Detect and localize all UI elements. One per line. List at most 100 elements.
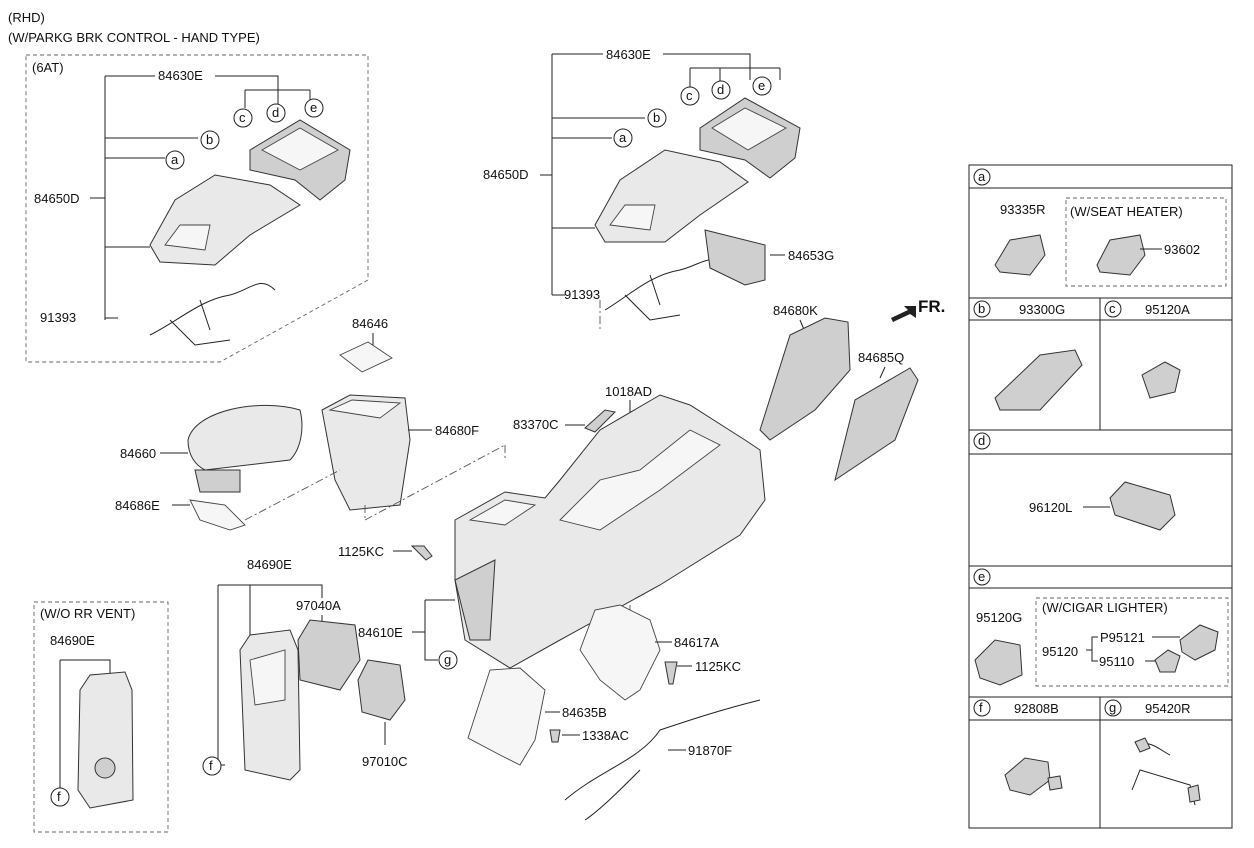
legend-key-d: d	[973, 432, 991, 450]
switch-93602-drawing	[1096, 234, 1146, 276]
legend-key-e: e	[973, 568, 991, 586]
leader-branches-left	[90, 137, 198, 319]
label-84635b: 84635B	[562, 705, 607, 720]
label-91393-left: 91393	[40, 310, 76, 325]
leader-84630e-right	[552, 53, 781, 88]
svg-text:e: e	[310, 100, 317, 115]
label-83370c: 83370C	[513, 417, 559, 432]
header-line-1: (RHD)	[8, 10, 45, 25]
label-84680f: 84680F	[435, 423, 479, 438]
svg-text:b: b	[206, 132, 213, 147]
svg-text:c: c	[1109, 301, 1116, 316]
callout-f-vent: f	[50, 787, 70, 807]
label-1125kc-a: 1125KC	[338, 544, 384, 559]
svg-text:a: a	[978, 169, 986, 184]
label-1125kc-b: 1125KC	[695, 659, 741, 674]
callout-d-left: d	[266, 103, 286, 123]
bolt-1125kc-a-drawing	[410, 545, 433, 561]
armrest-84660-drawing	[187, 404, 303, 471]
alignment-lines	[244, 300, 631, 620]
bracket-84686e-drawing	[189, 499, 246, 531]
label-84690e-vent: 84690E	[50, 633, 95, 648]
callout-a-right: a	[613, 128, 633, 148]
legend-a-variant: (W/SEAT HEATER)	[1070, 204, 1183, 219]
harness-91393-left-drawing	[149, 283, 276, 346]
callout-d-right: d	[711, 80, 731, 100]
wo-rr-vent-label: (W/O RR VENT)	[40, 606, 135, 621]
label-84650d-right: 84650D	[483, 167, 529, 182]
legend-b-part: 93300G	[1019, 302, 1065, 317]
label-1018ad: 1018AD	[605, 384, 652, 399]
callout-e-left: e	[304, 98, 324, 118]
svg-text:d: d	[272, 105, 279, 120]
label-1338ac: 1338AC	[582, 728, 629, 743]
nut-1338ac-drawing	[549, 729, 561, 743]
pad-84646-drawing	[339, 341, 393, 373]
legend-key-g: g	[1104, 699, 1122, 717]
panel-97010c-drawing	[357, 659, 406, 721]
socket-95120a-drawing	[1141, 361, 1181, 399]
svg-text:e: e	[758, 78, 765, 93]
bracket-84617a-drawing	[579, 604, 661, 701]
legend-e-part-95120: 95120	[1042, 644, 1078, 659]
svg-text:c: c	[686, 88, 693, 103]
label-84610e: 84610E	[358, 625, 403, 640]
bracket-84635b-drawing	[467, 667, 546, 766]
legend-c-part: 95120A	[1145, 302, 1190, 317]
callout-g-console: g	[438, 650, 458, 670]
module-96120l-drawing	[1109, 481, 1176, 531]
console-panel-84650d-left-drawing	[149, 174, 301, 266]
legend-table	[968, 164, 1233, 829]
6at-label: (6AT)	[32, 60, 64, 75]
legend-e-part-95110: 95110	[1099, 654, 1134, 669]
label-84680k: 84680K	[773, 303, 818, 318]
label-84685q: 84685Q	[858, 350, 904, 365]
legend-e-part-95120g: 95120G	[976, 610, 1022, 625]
svg-text:b: b	[653, 110, 660, 125]
tray-84653g-drawing	[704, 229, 766, 286]
leader-84690e-vent	[59, 659, 111, 790]
label-84686e: 84686E	[115, 498, 160, 513]
front-label: FR.	[918, 297, 945, 316]
legend-a-part-93602: 93602	[1164, 242, 1200, 257]
lighter-p95121-drawing	[1179, 624, 1219, 661]
legend-g-part: 95420R	[1145, 701, 1191, 716]
leader-84690e	[217, 584, 323, 766]
cover-84690e-vent-drawing	[77, 671, 134, 809]
cover-84690e-drawing	[239, 629, 301, 781]
leader-bracket-right	[540, 54, 645, 296]
label-91393-right: 91393	[564, 287, 600, 302]
label-84646: 84646	[352, 316, 388, 331]
label-84650d-left: 84650D	[34, 191, 80, 206]
harness-91393-right-drawing	[604, 259, 726, 321]
panel-84685q-drawing	[834, 367, 919, 482]
label-84690e: 84690E	[247, 557, 292, 572]
legend-key-b: b	[973, 300, 991, 318]
svg-text:b: b	[978, 301, 985, 316]
callout-b-right: b	[647, 108, 667, 128]
socket-95120g-drawing	[974, 639, 1023, 686]
callout-a-left: a	[165, 150, 185, 170]
label-84630e-left: 84630E	[158, 68, 203, 83]
svg-text:d: d	[978, 433, 985, 448]
leader-84610e	[412, 599, 455, 661]
bolt-1125kc-b-drawing	[664, 661, 678, 685]
callout-c-left: c	[233, 108, 253, 128]
lighter-95110-drawing	[1154, 649, 1181, 673]
socket-92808b-drawing	[1004, 757, 1051, 796]
header-line-2: (W/PARKG BRK CONTROL - HAND TYPE)	[8, 30, 260, 45]
cover-83370c-drawing	[584, 409, 617, 433]
switch-93300g-drawing	[994, 349, 1083, 411]
legend-key-f: f	[973, 699, 991, 717]
svg-text:a: a	[171, 152, 179, 167]
legend-key-a: a	[973, 168, 991, 186]
label-84660: 84660	[120, 446, 156, 461]
label-97040a: 97040A	[296, 598, 341, 613]
panel-84680k-drawing	[759, 317, 851, 441]
svg-text:f: f	[209, 758, 213, 773]
legend-d-part: 96120L	[1029, 500, 1072, 515]
label-91870f: 91870F	[688, 743, 732, 758]
svg-text:g: g	[444, 652, 451, 667]
svg-text:f: f	[979, 700, 983, 715]
